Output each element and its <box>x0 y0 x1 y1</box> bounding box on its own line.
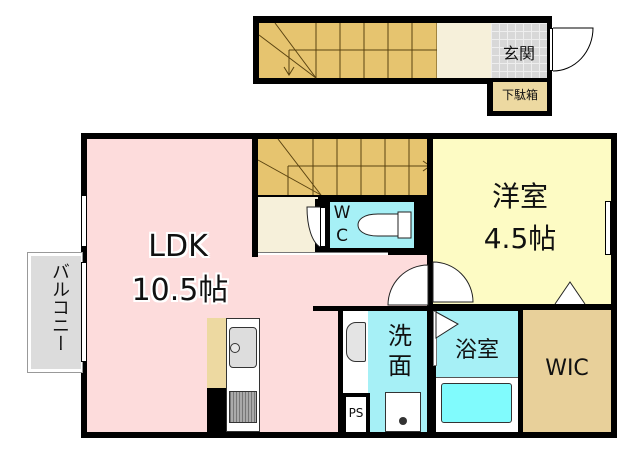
western-bottom-wall <box>433 304 611 310</box>
shoe-box <box>493 82 547 111</box>
sink-drain-icon <box>230 343 240 353</box>
stair-right-wall <box>427 139 433 309</box>
western-door-swing <box>432 261 474 303</box>
ldk-window-balcony[interactable] <box>81 262 87 362</box>
entrance-door[interactable] <box>549 28 553 71</box>
wic-label: WIC <box>545 356 589 381</box>
upper-stairs-lines <box>258 22 438 79</box>
ldk-size: 10.5帖 <box>131 273 229 308</box>
stove-icon <box>229 391 257 423</box>
washing-machine-icon <box>385 392 421 432</box>
bath-left-wall <box>430 308 435 434</box>
bath-right-wall <box>518 308 523 434</box>
ldk-window-upper[interactable] <box>81 195 87 247</box>
ldk-label: LDK <box>148 229 208 264</box>
wic-room <box>523 310 611 432</box>
closet-door-icon <box>554 281 586 305</box>
bathroom-label: 浴室 <box>454 338 499 363</box>
wc-door[interactable] <box>320 207 326 247</box>
stair-bottom-wall <box>315 195 433 201</box>
vanity-basin-icon <box>346 322 366 362</box>
kitchen-wall <box>207 388 226 432</box>
bath-door[interactable] <box>433 311 437 366</box>
entrance-door-swing <box>552 27 594 72</box>
ldk-room-lower2 <box>250 305 342 432</box>
lower-stairs <box>258 139 433 195</box>
toilet-icon <box>357 211 412 239</box>
balcony-floor <box>31 256 81 369</box>
stair-partition <box>252 139 258 257</box>
washing-machine-drain-icon <box>399 417 407 425</box>
wc-door-swing <box>306 206 321 248</box>
wc-label-w: W <box>333 203 351 223</box>
washroom-label-2: 面 <box>388 352 412 380</box>
ldk-door-swing <box>387 264 429 306</box>
bathtub-basin <box>441 383 512 423</box>
shoe-box-label: 下駄箱 <box>501 88 538 102</box>
washroom-left-wall <box>338 308 343 434</box>
entrance-floor <box>491 23 547 78</box>
ps-box <box>346 397 366 432</box>
washroom-label-1: 洗 <box>388 322 412 350</box>
entrance-label: 玄関 <box>502 44 535 63</box>
western-room-window[interactable] <box>605 201 611 255</box>
wc-sill <box>258 252 388 255</box>
western-room-size: 4.5帖 <box>483 222 557 255</box>
upper-hall <box>437 23 491 78</box>
balcony-label: バルコニー <box>49 262 70 352</box>
lower-stairs-lines <box>257 138 433 196</box>
western-room-label: 洋室 <box>491 180 548 213</box>
wc-label-c: C <box>336 226 348 246</box>
under-stair-storage <box>258 197 318 253</box>
bath-door-icon <box>435 311 459 339</box>
ps-label: PS <box>348 406 364 420</box>
ldk-partition-wall <box>313 306 433 311</box>
kitchen-counter-back <box>207 318 226 388</box>
